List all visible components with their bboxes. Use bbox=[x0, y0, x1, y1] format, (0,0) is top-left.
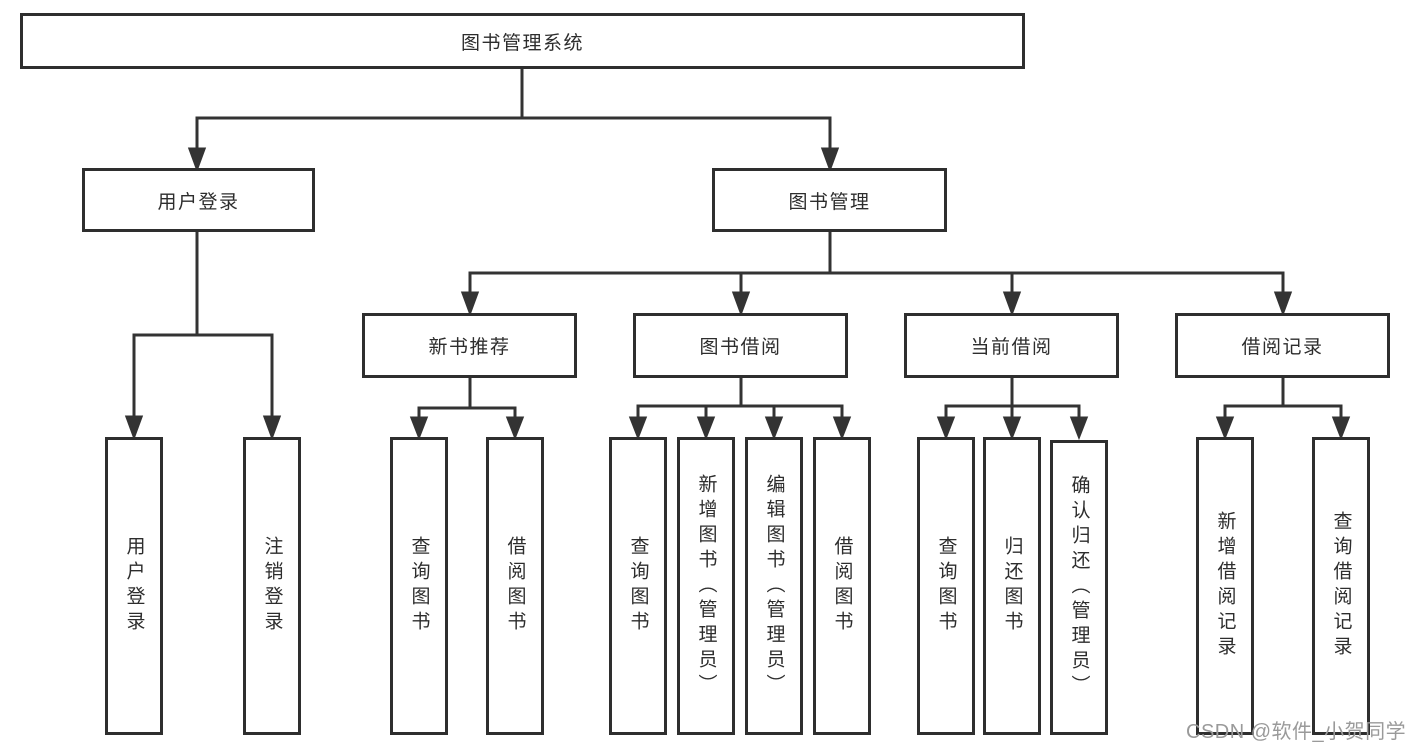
leaf-borrow-add-books-admin: 新增图书（管理员） bbox=[677, 437, 735, 735]
node-user-login: 用户登录 bbox=[82, 168, 315, 232]
node-borrow-records: 借阅记录 bbox=[1175, 313, 1390, 378]
node-book-borrow-label: 图书借阅 bbox=[699, 337, 782, 358]
node-library-system: 图书管理系统 bbox=[20, 13, 1025, 69]
leaf-recommend-query-books: 查询图书 bbox=[390, 437, 448, 735]
leaf-records-add-record: 新增借阅记录 bbox=[1196, 437, 1254, 735]
node-current-borrow: 当前借阅 bbox=[904, 313, 1119, 378]
node-book-management: 图书管理 bbox=[712, 168, 947, 232]
node-library-system-label: 图书管理系统 bbox=[460, 32, 584, 54]
leaf-borrow-query-books: 查询图书 bbox=[609, 437, 667, 735]
leaf-logout-label: 注销登录 bbox=[261, 536, 283, 636]
leaf-borrow-borrow-books: 借阅图书 bbox=[813, 437, 871, 735]
node-user-login-label: 用户登录 bbox=[157, 191, 240, 213]
leaf-records-query-record-label: 查询借阅记录 bbox=[1330, 511, 1352, 661]
leaf-logout: 注销登录 bbox=[243, 437, 301, 735]
node-new-book-recommend-label: 新书推荐 bbox=[428, 337, 511, 358]
leaf-current-confirm-return-admin: 确认归还（管理员） bbox=[1050, 440, 1108, 735]
node-borrow-records-label: 借阅记录 bbox=[1241, 337, 1324, 358]
node-book-borrow: 图书借阅 bbox=[633, 313, 848, 378]
leaf-user-login-label: 用户登录 bbox=[123, 536, 145, 636]
node-new-book-recommend: 新书推荐 bbox=[362, 313, 577, 378]
csdn-watermark: CSDN @软件_小贺同学 bbox=[1186, 721, 1405, 743]
leaf-current-confirm-return-admin-label: 确认归还（管理员） bbox=[1068, 475, 1090, 700]
leaf-current-query-books: 查询图书 bbox=[917, 437, 975, 735]
leaf-borrow-borrow-books-label: 借阅图书 bbox=[831, 536, 853, 636]
leaf-recommend-borrow-books: 借阅图书 bbox=[486, 437, 544, 735]
leaf-current-return-books: 归还图书 bbox=[983, 437, 1041, 735]
leaf-current-query-books-label: 查询图书 bbox=[935, 536, 957, 636]
leaf-borrow-add-books-admin-label: 新增图书（管理员） bbox=[695, 473, 717, 699]
leaf-recommend-query-books-label: 查询图书 bbox=[408, 536, 430, 636]
leaf-borrow-query-books-label: 查询图书 bbox=[627, 536, 649, 636]
leaf-records-query-record: 查询借阅记录 bbox=[1312, 437, 1370, 735]
leaf-user-login: 用户登录 bbox=[105, 437, 163, 735]
leaf-recommend-borrow-books-label: 借阅图书 bbox=[504, 536, 526, 636]
node-book-management-label: 图书管理 bbox=[788, 191, 871, 213]
node-current-borrow-label: 当前借阅 bbox=[970, 337, 1053, 358]
leaf-records-add-record-label: 新增借阅记录 bbox=[1214, 511, 1236, 661]
leaf-current-return-books-label: 归还图书 bbox=[1001, 536, 1023, 636]
leaf-borrow-edit-books-admin-label: 编辑图书（管理员） bbox=[763, 473, 785, 699]
leaf-borrow-edit-books-admin: 编辑图书（管理员） bbox=[745, 437, 803, 735]
